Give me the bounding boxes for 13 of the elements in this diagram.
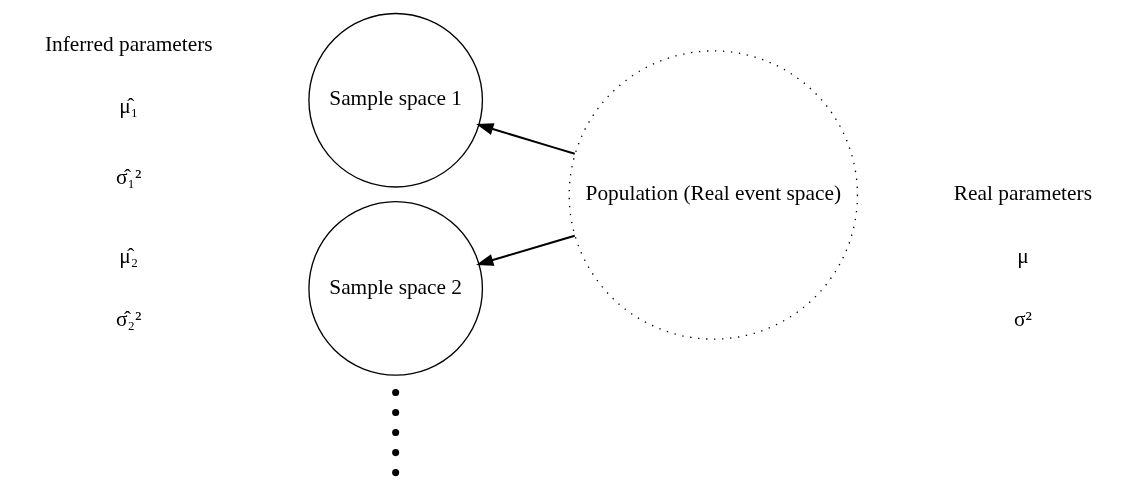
- arrow: [475, 123, 576, 155]
- label: Real parameters: [953, 181, 1092, 206]
- label: σ²: [1013, 306, 1032, 331]
- arrow: [475, 234, 576, 266]
- node-circle: Population (Real event space): [568, 50, 858, 340]
- node-circle: Sample space 1: [307, 12, 483, 188]
- label: σ̂₂²: [115, 306, 141, 331]
- node-circle: Sample space 2: [307, 201, 483, 376]
- label: μ̂₁: [118, 94, 138, 119]
- label: Inferred parameters: [44, 31, 213, 56]
- label: σ̂₁²: [115, 165, 141, 190]
- label: μ: [1016, 243, 1029, 268]
- label: μ̂₂: [118, 243, 138, 268]
